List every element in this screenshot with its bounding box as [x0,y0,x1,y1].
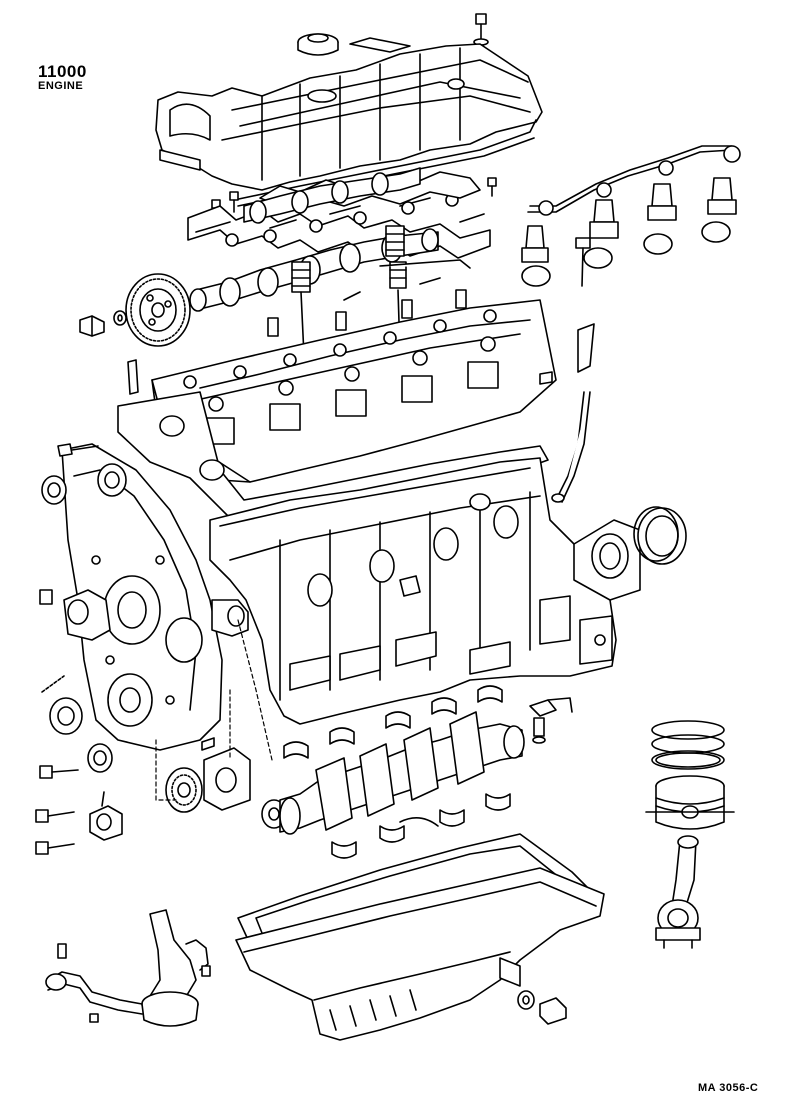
crankshaft-bearing-icon [284,686,510,858]
bolt-icon [474,14,488,45]
timing-case-icon [58,444,222,750]
piston-ring-icon [652,721,724,769]
part-group-title: ENGINE [38,80,84,92]
connecting-rod-icon [656,836,700,948]
bolt-icon [530,698,572,743]
injection-pipe-icon [528,146,740,215]
water-pump-icon [40,590,248,640]
bolt-icon [36,676,78,854]
injection-nozzle-icon [522,178,736,286]
leader-lines [156,620,272,800]
part-group-code: 11000 [38,62,87,81]
crankshaft-pulley-gear-icon [166,738,286,828]
oil-filler-cap-icon [298,34,338,55]
drain-plug-icon [518,991,566,1024]
dipstick-guide-icon [552,324,594,502]
oil-strainer-icon [46,910,210,1026]
bolt-icon [90,792,122,840]
cylinder-head-gasket-icon [118,392,548,520]
rear-oil-seal-retainer-icon [574,507,686,600]
piston-icon [646,776,734,829]
oil-seal-icon [42,476,112,772]
cylinder-head-cover-icon [156,38,542,190]
crankshaft-icon [280,712,524,834]
illustration-reference: MA 3056-C [698,1082,759,1094]
cylinder-block-icon [210,458,616,724]
camshaft-timing-pulley-icon [80,274,190,346]
oil-pan-icon [236,868,604,1040]
